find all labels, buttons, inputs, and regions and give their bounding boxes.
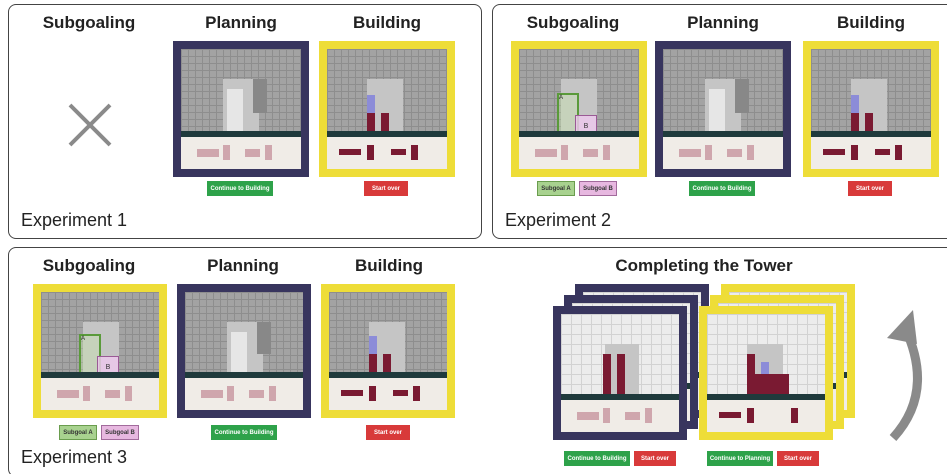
start-over-button-2[interactable]: Start over xyxy=(634,451,676,466)
experiment-1-panel: Subgoaling Planning Building Continue to… xyxy=(8,4,482,239)
column-title-planning: Planning xyxy=(687,13,759,32)
continue-to-building-button[interactable]: Continue to Building xyxy=(211,425,277,440)
column-title-completing: Completing the Tower xyxy=(615,256,793,275)
column-title-building: Building xyxy=(353,13,421,32)
subgoal-a-tag: A xyxy=(559,95,564,101)
planning-screen xyxy=(177,284,311,418)
subgoaling-screen: A B xyxy=(511,41,647,177)
column-title-planning: Planning xyxy=(205,13,277,32)
subgoal-a-button[interactable]: Subgoal A xyxy=(59,425,97,440)
column-title-building: Building xyxy=(837,13,905,32)
subgoal-b-button[interactable]: Subgoal B xyxy=(579,181,617,196)
planning-screen xyxy=(173,41,309,177)
subgoal-a-button[interactable]: Subgoal A xyxy=(537,181,575,196)
start-over-button-3[interactable]: Start over xyxy=(777,451,819,466)
continue-to-planning-button[interactable]: Continue to Planning xyxy=(707,451,773,466)
subgoal-a-tag: A xyxy=(81,336,86,342)
start-over-button[interactable]: Start over xyxy=(848,181,892,196)
cross-icon xyxy=(68,103,112,147)
experiment-3-panel: Subgoaling Planning Building Completing … xyxy=(8,247,947,474)
experiment-label: Experiment 3 xyxy=(21,447,128,467)
curved-arrow-icon xyxy=(887,310,922,442)
column-title-subgoaling: Subgoaling xyxy=(42,13,136,32)
planning-screen xyxy=(655,41,791,177)
stacked-building-screen-front xyxy=(699,306,833,440)
building-screen xyxy=(319,41,455,177)
experiment-label: Experiment 2 xyxy=(505,210,612,230)
stacked-planning-screen-front xyxy=(553,306,687,440)
continue-to-building-button[interactable]: Continue to Building xyxy=(689,181,755,196)
subgoal-b-button[interactable]: Subgoal B xyxy=(101,425,139,440)
experiment-2-panel: Subgoaling Planning Building A B Subgoal… xyxy=(492,4,947,239)
start-over-button[interactable]: Start over xyxy=(364,181,408,196)
subgoal-b-tag: B xyxy=(583,122,589,130)
building-screen xyxy=(321,284,455,418)
building-screen xyxy=(803,41,939,177)
continue-to-building-button[interactable]: Continue to Building xyxy=(207,181,273,196)
column-title-building: Building xyxy=(355,256,423,275)
subgoaling-screen: A B xyxy=(33,284,167,418)
experiment-label: Experiment 1 xyxy=(21,210,128,230)
start-over-button[interactable]: Start over xyxy=(366,425,410,440)
column-title-subgoaling: Subgoaling xyxy=(526,13,620,32)
column-title-planning: Planning xyxy=(207,256,279,275)
continue-to-building-button-2[interactable]: Continue to Building xyxy=(564,451,630,466)
subgoal-b-tag: B xyxy=(105,363,111,371)
column-title-subgoaling: Subgoaling xyxy=(42,256,136,275)
